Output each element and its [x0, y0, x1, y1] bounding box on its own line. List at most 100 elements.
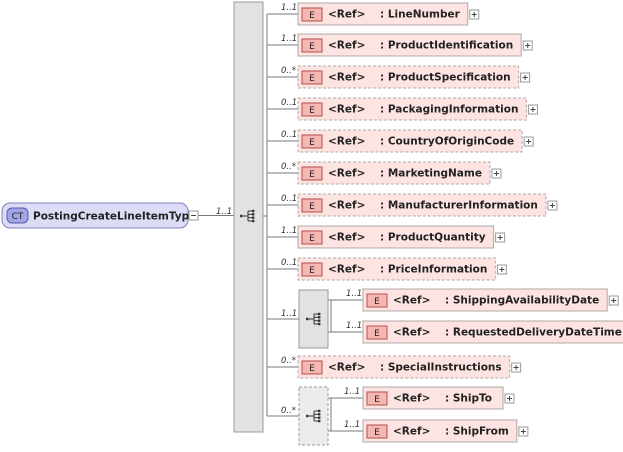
element-name: : ShippingAvailabilityDate: [445, 295, 599, 307]
element-multiplicity: 0..1: [281, 258, 297, 268]
expand-icon[interactable]: [496, 264, 507, 275]
expand-icon[interactable]: [522, 40, 533, 51]
ct-badge-icon: [6, 207, 29, 224]
element-multiplicity: 0..1: [281, 98, 297, 108]
element-box[interactable]: E<Ref>: PriceInformation: [297, 257, 496, 281]
expand-icon[interactable]: [518, 426, 529, 437]
element-badge-text: E: [309, 42, 315, 52]
element-ref: <Ref>: [328, 9, 365, 21]
element-badge-icon: [366, 293, 388, 308]
element-multiplicity: 1..1: [344, 420, 360, 430]
element-frame: [297, 129, 523, 153]
sequence-icon: [306, 409, 321, 423]
element-name: : CountryOfOriginCode: [380, 136, 514, 148]
element-badge-text: E: [309, 266, 315, 276]
element-badge-icon: [301, 134, 323, 149]
expand-icon[interactable]: [608, 295, 619, 306]
sequence2-bar: [298, 386, 329, 446]
element-frame: [297, 97, 527, 121]
element-name: : SpecialInstructions: [380, 362, 502, 374]
element-box[interactable]: E<Ref>: MarketingName: [297, 161, 491, 185]
expand-icon[interactable]: [523, 136, 534, 147]
element-ref: <Ref>: [328, 136, 365, 148]
element-multiplicity: 0..*: [281, 66, 296, 76]
sequence1-compositor[interactable]: [298, 289, 329, 349]
element-frame: [297, 2, 469, 26]
element-ref: <Ref>: [393, 393, 430, 405]
element-box[interactable]: E<Ref>: RequestedDeliveryDateTime: [362, 320, 623, 344]
element-name: : MarketingName: [380, 168, 482, 180]
element-ref: <Ref>: [328, 72, 365, 84]
element-name: : ManufacturerInformation: [380, 200, 538, 212]
element-box[interactable]: E<Ref>: SpecialInstructions: [297, 355, 511, 379]
element-name: : ShipFrom: [445, 426, 509, 438]
expand-icon[interactable]: [495, 232, 506, 243]
expand-icon[interactable]: [469, 9, 480, 20]
root-expand-icon[interactable]: [188, 210, 199, 221]
element-ref: <Ref>: [328, 168, 365, 180]
element-multiplicity: 1..1: [281, 226, 297, 236]
element-multiplicity: 0..*: [281, 162, 296, 172]
element-box[interactable]: E <Ref> : ProductIdentification: [297, 33, 522, 57]
sequence-icon: [240, 209, 255, 223]
element-box[interactable]: E<Ref>: ShipFrom: [362, 419, 518, 443]
element-name: : RequestedDeliveryDateTime: [445, 327, 622, 339]
element-frame: [362, 419, 518, 443]
root-complex-type[interactable]: CT PostingCreateLineItemType: [1, 202, 196, 229]
element-box[interactable]: E<Ref>: LineNumber: [297, 2, 469, 26]
element-badge-icon: [301, 360, 323, 375]
element-multiplicity: 1..1: [346, 289, 362, 299]
element-badge-text: E: [374, 329, 380, 339]
ct-badge-text: CT: [12, 212, 24, 222]
element-box[interactable]: E<Ref>: ManufacturerInformation: [297, 193, 547, 217]
element-ref: <Ref>: [328, 232, 365, 244]
element-badge-text: E: [309, 202, 315, 212]
element-name: : ProductIdentification: [380, 40, 513, 52]
expand-icon[interactable]: [491, 168, 502, 179]
element-badge-text: E: [309, 74, 315, 84]
connector-lines: [198, 13, 363, 432]
element-badge-icon: [366, 325, 388, 340]
element-multiplicity: 1..1: [281, 3, 297, 13]
element-multiplicity: 0..1: [281, 130, 297, 140]
element-box[interactable]: E<Ref>: PackagingInformation: [297, 97, 527, 121]
element-box[interactable]: E <Ref> : ProductSpecification: [297, 65, 520, 89]
element-badge-icon: [301, 230, 323, 245]
element-badge-icon: [366, 424, 388, 439]
element-box[interactable]: E<Ref>: ShippingAvailabilityDate: [362, 288, 608, 312]
element-badge-icon: [301, 166, 323, 181]
element-name: : ShipTo: [445, 393, 492, 405]
element-badge-text: E: [374, 395, 380, 405]
element-badge-icon: [366, 391, 388, 406]
element-name: : ProductSpecification: [380, 72, 511, 84]
element-box[interactable]: E <Ref> : CountryOfOriginCode: [297, 129, 523, 153]
expand-icon[interactable]: [527, 104, 538, 115]
element-box[interactable]: E <Ref> : ShipTo: [362, 386, 504, 410]
element-ref: <Ref>: [393, 426, 430, 438]
element-ref: <Ref>: [328, 104, 365, 116]
element-ref: <Ref>: [328, 40, 365, 52]
element-frame: [297, 225, 495, 249]
expand-icon[interactable]: [504, 393, 515, 404]
main-sequence-compositor[interactable]: [233, 1, 264, 433]
expand-icon[interactable]: [511, 362, 522, 373]
sequence-icon: [306, 312, 321, 326]
sequence1-multiplicity: 1..1: [281, 309, 297, 319]
sequence2-compositor[interactable]: [298, 386, 329, 446]
element-frame: [362, 386, 504, 410]
element-badge-icon: [301, 70, 323, 85]
element-frame: [297, 257, 496, 281]
element-box[interactable]: E<Ref>: ProductQuantity: [297, 225, 495, 249]
expand-icon[interactable]: [547, 200, 558, 211]
root-name: PostingCreateLineItemType: [33, 211, 196, 223]
element-frame: [297, 33, 522, 57]
element-badge-text: E: [374, 297, 380, 307]
expand-icon[interactable]: [520, 72, 531, 83]
element-frame: [297, 65, 520, 89]
element-frame: [297, 161, 491, 185]
element-badge-icon: [301, 198, 323, 213]
element-frame: [362, 288, 608, 312]
element-badge-text: E: [309, 138, 315, 148]
element-multiplicity: 1..1: [344, 387, 360, 397]
